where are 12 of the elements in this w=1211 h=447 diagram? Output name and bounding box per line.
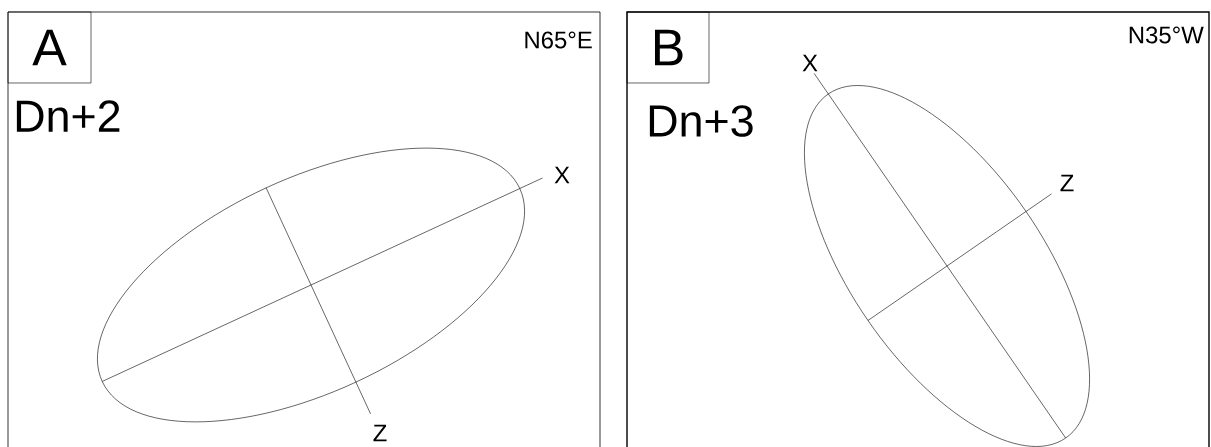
panel-frame <box>626 11 1210 447</box>
stage-label: Dn+3 <box>649 105 753 137</box>
axis-label: Z <box>373 424 387 442</box>
stage-label: Dn+2 <box>16 100 120 132</box>
orientation-label: N35°W <box>1129 26 1204 44</box>
panel-frame <box>7 11 601 447</box>
axis-label: Z <box>1060 174 1074 192</box>
axis-label: X <box>802 54 818 72</box>
orientation-label: N65°E <box>525 31 592 49</box>
panel-letter-box: B <box>626 11 710 84</box>
panel-letter-box: A <box>7 11 92 84</box>
axis-label: X <box>554 166 570 184</box>
